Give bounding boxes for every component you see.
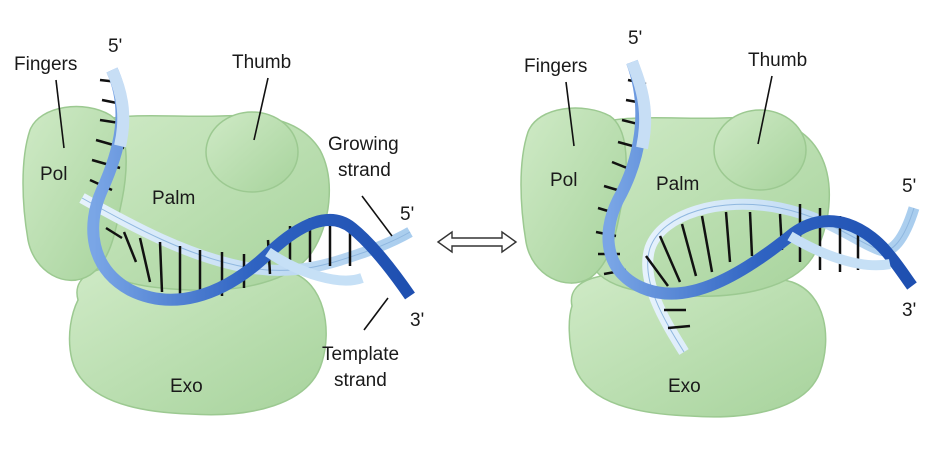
label-pol-right: Pol xyxy=(550,170,577,191)
end-label-right-top-left: 5' xyxy=(400,204,414,225)
label-pol-left: Pol xyxy=(40,164,67,185)
label-fingers-right: Fingers xyxy=(524,56,587,77)
leader-lines-right xyxy=(565,75,773,147)
growing-strand-front-right xyxy=(787,231,891,271)
pol-domain-left xyxy=(22,105,127,281)
label-thumb-left: Thumb xyxy=(232,52,291,73)
label-thumb-right: Thumb xyxy=(748,50,807,71)
right-panel: Fingers Thumb Pol Palm Exo 5' 5' 3' xyxy=(520,28,920,418)
end-label-top-right: 5' xyxy=(628,28,642,49)
end-label-top-left: 5' xyxy=(108,36,122,57)
label-template-strand-line1: Template xyxy=(322,344,399,365)
leader-lines-left xyxy=(55,77,393,331)
growing-strand-left-edge xyxy=(81,197,411,271)
label-template-strand-line2: strand xyxy=(334,370,387,391)
dna-left xyxy=(79,67,415,306)
template-strand-left xyxy=(87,67,415,306)
label-growing-strand-line2: strand xyxy=(338,160,391,181)
end-label-right-bottom-right: 3' xyxy=(902,300,916,321)
template-strand-top-left xyxy=(106,67,130,148)
double-arrow-icon xyxy=(436,230,518,254)
left-panel: Fingers Thumb Pol Palm Exo Growing stran… xyxy=(14,36,424,416)
label-palm-right: Palm xyxy=(656,174,699,195)
end-label-right-bottom-left: 3' xyxy=(410,310,424,331)
label-exo-left: Exo xyxy=(170,376,203,397)
end-label-right-top-right: 5' xyxy=(902,176,916,197)
protein-right xyxy=(520,107,830,418)
label-fingers-left: Fingers xyxy=(14,54,77,75)
label-growing-strand-line1: Growing xyxy=(328,134,399,155)
thumb-domain-left xyxy=(205,111,299,193)
label-exo-right: Exo xyxy=(668,376,701,397)
template-strand-top-right xyxy=(626,59,652,150)
dna-right xyxy=(595,59,920,355)
label-palm-left: Palm xyxy=(152,188,195,209)
thumb-domain-right xyxy=(713,109,807,191)
growing-strand-front-left xyxy=(265,247,364,286)
template-strand-right xyxy=(602,59,917,300)
